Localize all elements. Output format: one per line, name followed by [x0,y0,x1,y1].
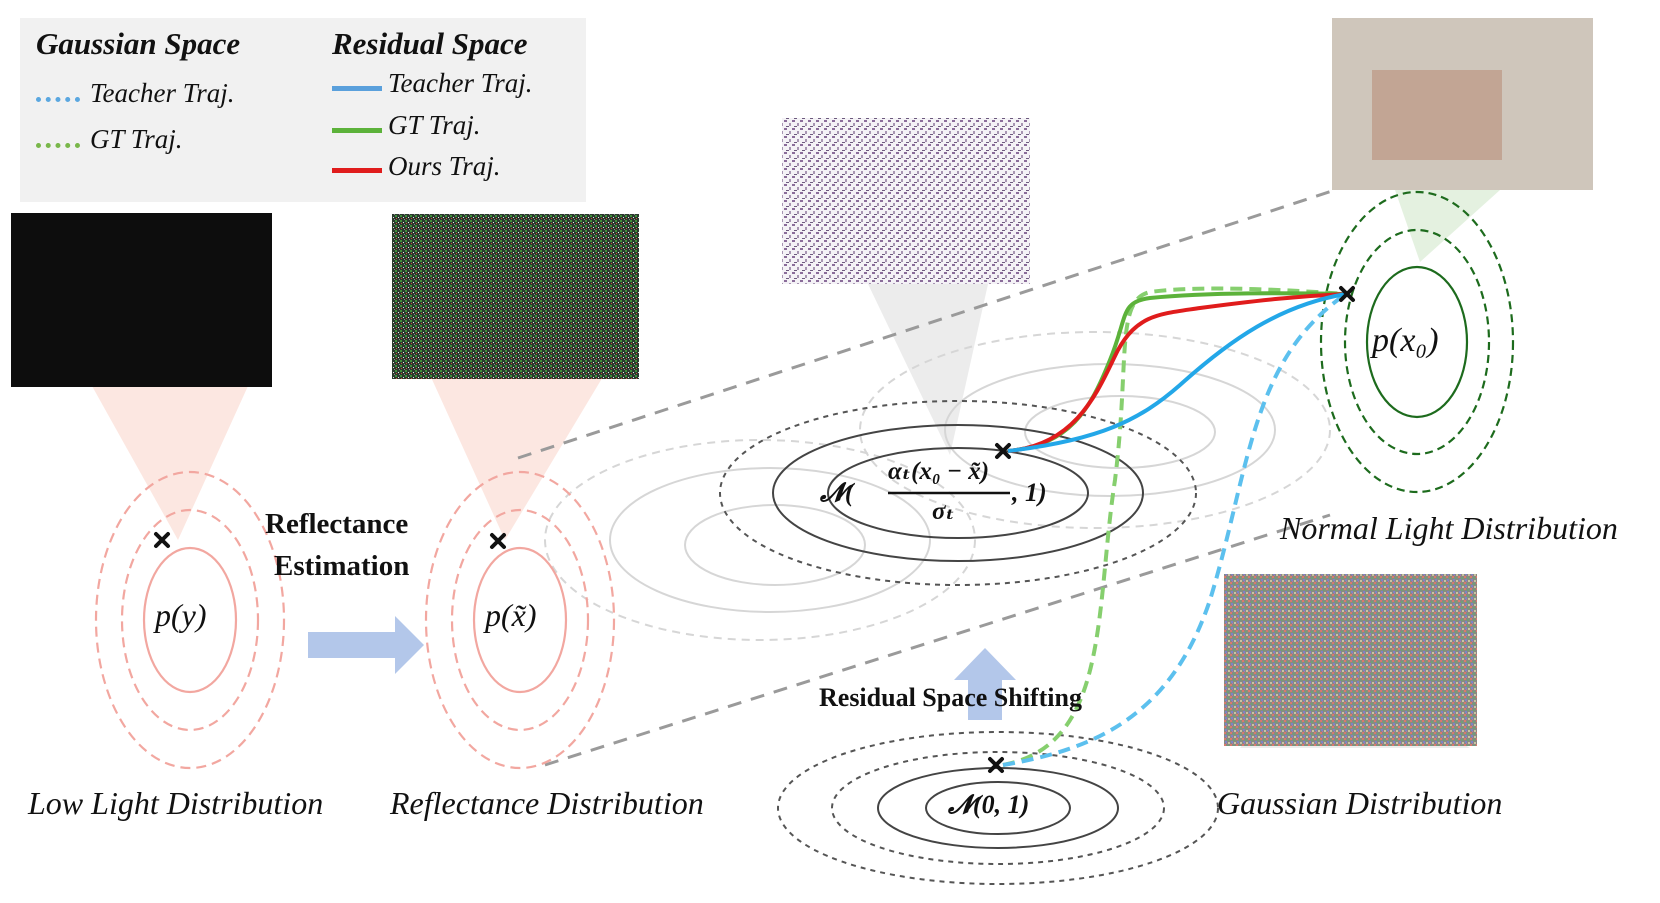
low-light-projection-fan [92,386,248,540]
connector-line-bottom [544,513,1331,767]
normal-projection-fan [1395,190,1500,262]
gaussian-distribution-label: Gaussian Distribution [1217,785,1503,821]
reflectance-estimation-arrow [308,616,424,674]
legend-gaussian-gt: GT Traj. [90,124,183,154]
p-xtilde-label: p(x̃) [485,597,537,633]
normal-light-image-detail [1372,70,1502,160]
legend-gaussian-teacher: Teacher Traj. [90,78,235,108]
reflectance-contours [424,470,616,770]
residual-gt-trajectory [1007,291,1347,453]
legend-swatch-gaussian-teacher [36,97,80,102]
legend-box: Gaussian Space Residual Space Teacher Tr… [20,18,586,202]
legend-residual-heading: Residual Space [332,26,528,61]
standard-normal-label: 𝓝(0, 1) [948,790,1030,819]
reflectance-distribution-label: Reflectance Distribution [390,785,704,821]
legend-swatch-gaussian-gt [36,143,80,148]
residual-ours-trajectory [1007,292,1347,453]
residual-denominator: σₜ [932,498,955,525]
residual-space-shifting-label: Residual Space Shifting [819,683,1082,712]
gaussian-teacher-trajectory [1002,292,1348,767]
low-light-distribution-label: Low Light Distribution [28,785,324,821]
legend-residual-teacher: Teacher Traj. [388,68,533,98]
residual-shifting-arrow [954,648,1016,720]
reflectance-projection-fan [430,375,604,540]
p-y-label: p(y) [155,597,207,633]
legend-gaussian-heading: Gaussian Space [36,26,241,61]
legend-swatch-residual-teacher [332,86,382,91]
residual-contours [719,400,1197,586]
residual-normal-prefix: 𝓝( [820,478,854,507]
reflectance-estimation-line2: Estimation [274,550,410,582]
p-x0-label: p(x₀) [1372,322,1439,359]
residual-projection-fan [868,284,988,455]
residual-image [782,118,1030,284]
legend-swatch-residual-gt [332,128,382,133]
legend-residual-gt: GT Traj. [388,110,481,140]
residual-normal-suffix: , 1) [1012,478,1047,507]
normal-light-distribution-label: Normal Light Distribution [1280,510,1618,546]
low-light-contours [94,470,286,770]
reflectance-image [392,214,639,379]
sample-markers [154,286,1355,773]
gaussian-noise-image [1224,574,1477,746]
legend-residual-ours: Ours Traj. [388,151,501,181]
normal-light-contours [1319,190,1515,494]
residual-teacher-trajectory [1007,292,1347,453]
gaussian-gt-trajectory [1002,286,1347,767]
reflectance-estimation-line1: Reflectance [265,508,409,540]
residual-numerator: αₜ(x₀ − x̃) [888,458,990,485]
low-light-image [11,213,272,387]
legend-swatch-residual-ours [332,168,382,173]
